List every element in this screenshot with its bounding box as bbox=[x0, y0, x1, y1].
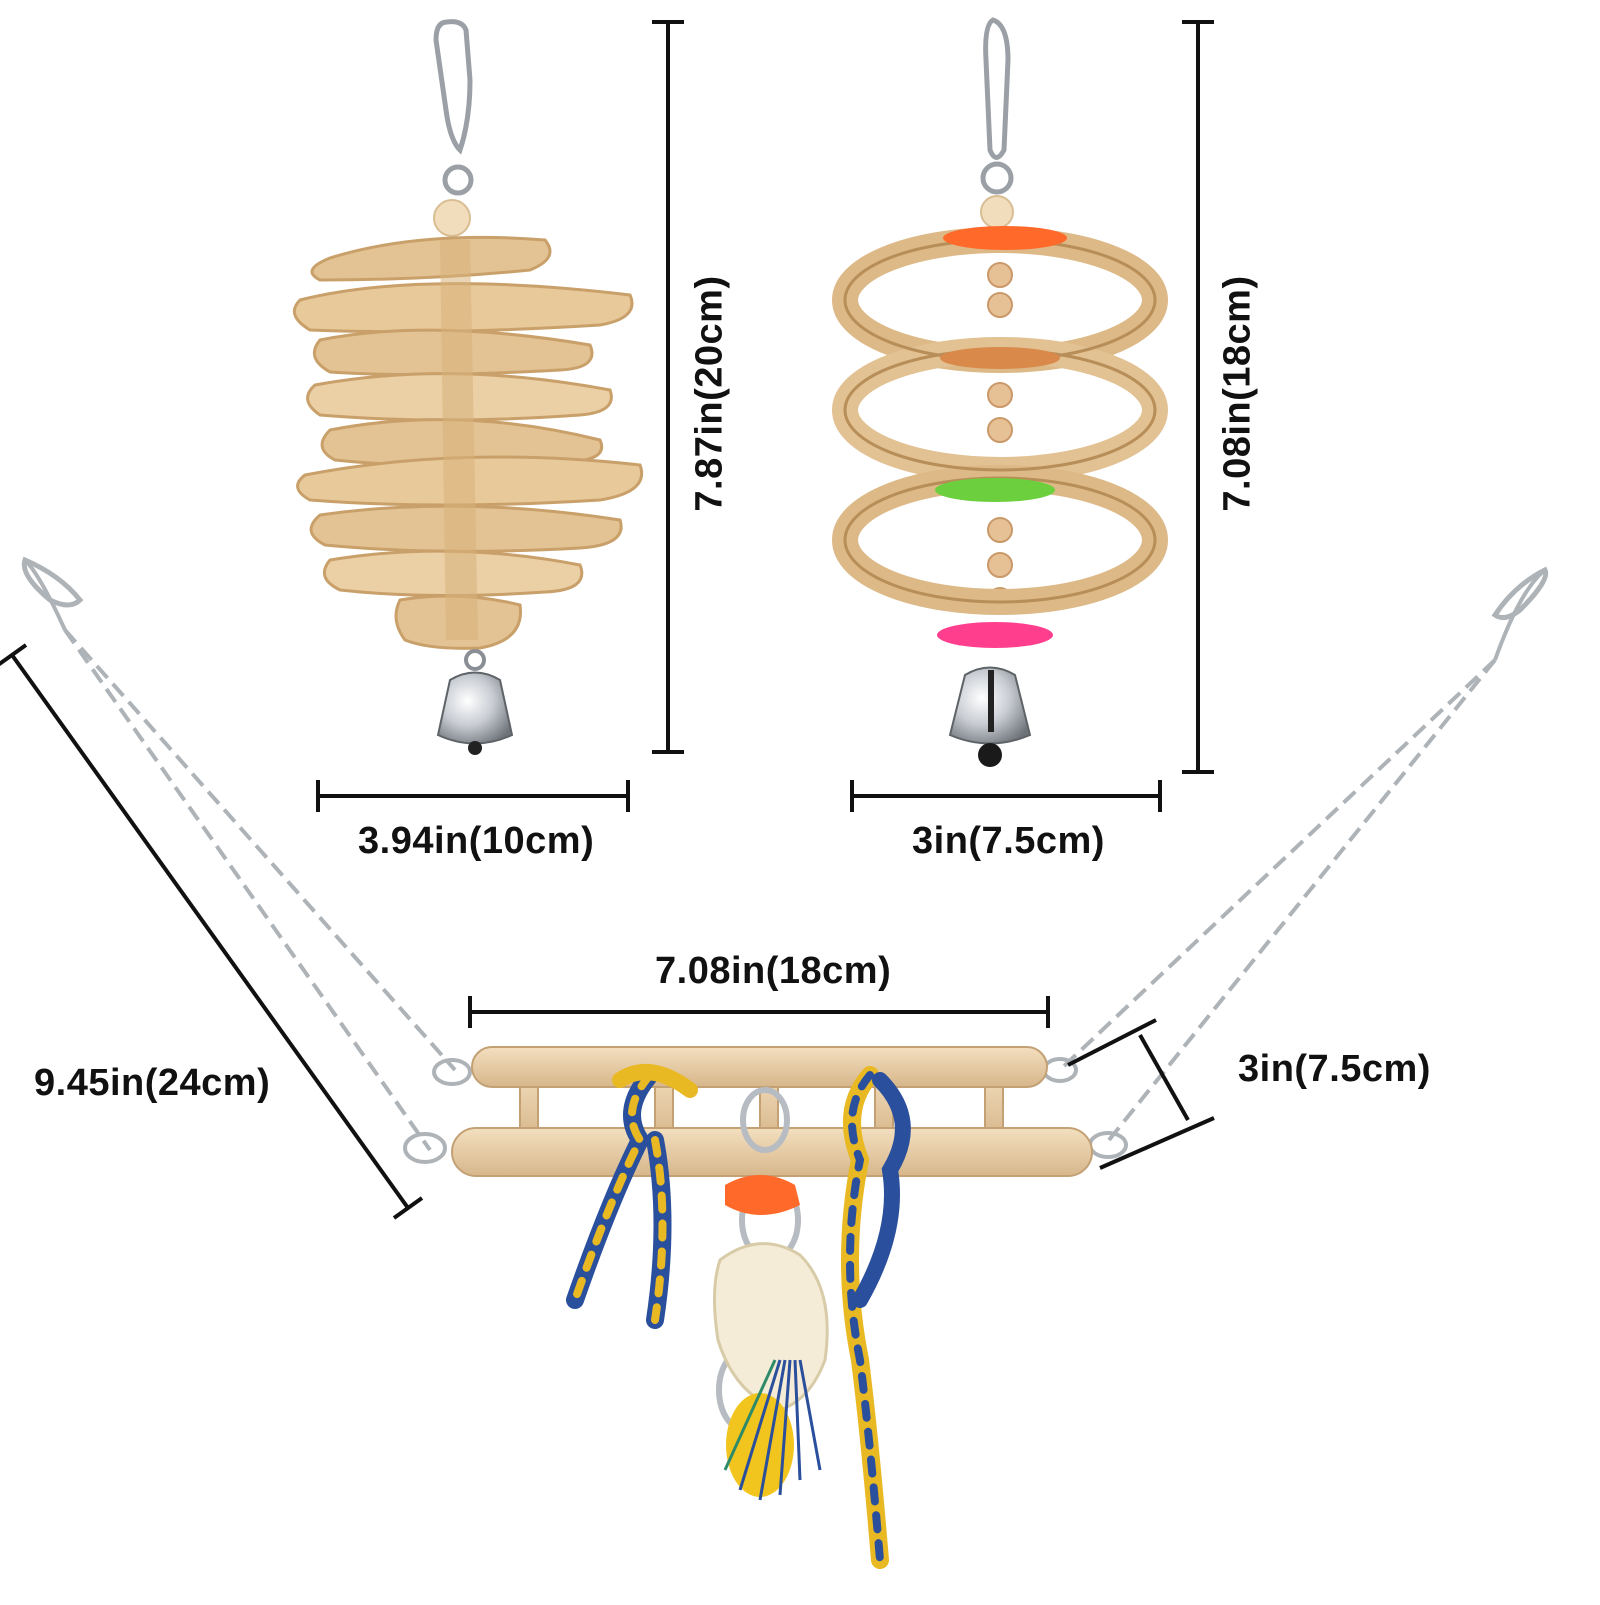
chain-left bbox=[21, 556, 472, 1164]
rail-front bbox=[451, 1127, 1093, 1177]
dimension-lines-swing bbox=[0, 643, 1215, 1220]
rail-back bbox=[471, 1046, 1048, 1088]
bead-column bbox=[987, 262, 1013, 613]
flower-spacer-pink bbox=[937, 622, 1053, 648]
rope-right bbox=[841, 1066, 911, 1569]
spiral-toy-right bbox=[832, 17, 1168, 767]
flower-spacer-tan bbox=[940, 347, 1060, 369]
hook-icon bbox=[980, 17, 1014, 195]
flower-spacer-orange bbox=[943, 226, 1067, 250]
left-toy-height-label: 7.87in(20cm) bbox=[688, 275, 731, 512]
bell-icon bbox=[948, 666, 1032, 767]
left-toy-width-label: 3.94in(10cm) bbox=[358, 820, 595, 862]
flower-spacer-green bbox=[935, 478, 1055, 502]
swing-width-label: 7.08in(18cm) bbox=[655, 950, 892, 992]
chain-length-label: 9.45in(24cm) bbox=[34, 1062, 271, 1104]
rope-left bbox=[566, 1064, 698, 1329]
straw-bundle bbox=[292, 235, 643, 650]
hook-icon bbox=[433, 19, 474, 196]
dimension-lines-top bbox=[316, 20, 1214, 812]
right-toy-width-label: 3in(7.5cm) bbox=[912, 820, 1105, 862]
orange-acrylic-piece bbox=[725, 1175, 800, 1215]
straw-toy-left bbox=[292, 19, 643, 755]
swing-depth-label: 3in(7.5cm) bbox=[1238, 1048, 1431, 1090]
bell-icon bbox=[436, 649, 514, 755]
yellow-acrylic-piece bbox=[726, 1393, 794, 1497]
tassel bbox=[723, 1359, 822, 1501]
right-toy-height-label: 7.08in(18cm) bbox=[1216, 275, 1259, 512]
swing-ladder bbox=[21, 556, 1549, 1569]
